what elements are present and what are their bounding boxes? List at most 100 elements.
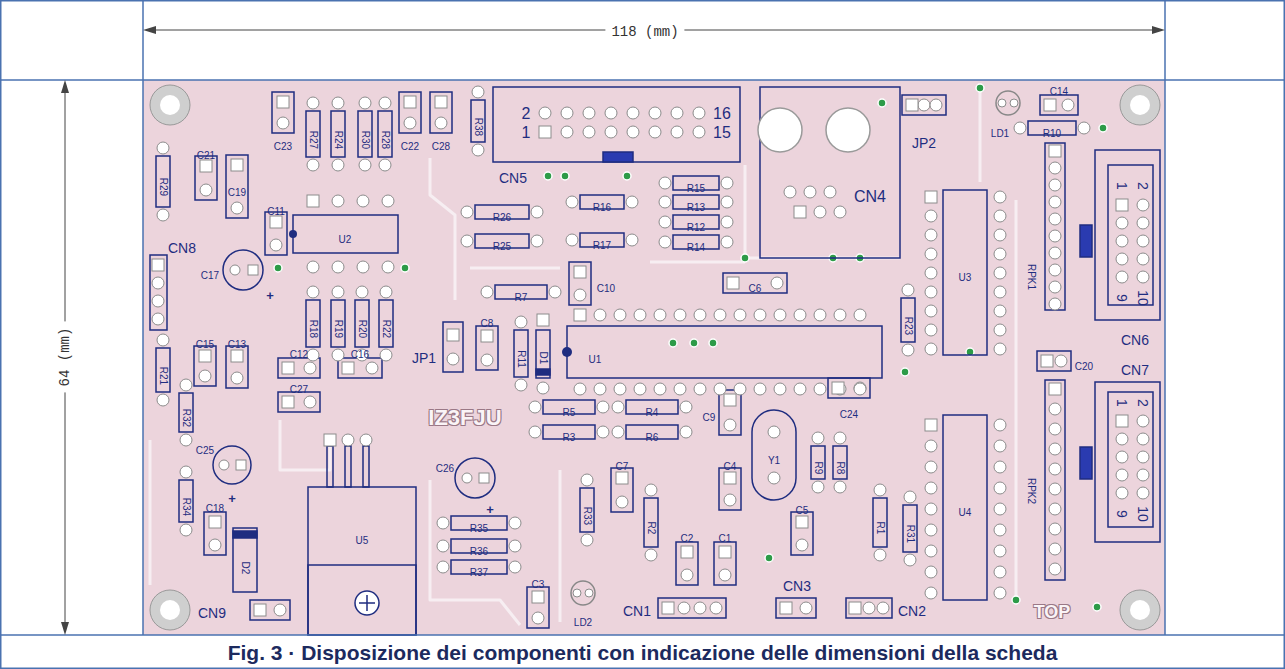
solder-pad <box>549 286 561 298</box>
solder-pad <box>447 353 459 365</box>
solder-pad <box>357 195 369 207</box>
solder-pad <box>659 236 671 248</box>
solder-pad <box>768 472 780 484</box>
solder-pad <box>1010 99 1018 107</box>
solder-pad <box>481 354 493 366</box>
solder-pad <box>994 482 1006 494</box>
solder-pad <box>1049 264 1061 276</box>
resistor-body <box>331 300 345 347</box>
solder-pad <box>1116 451 1128 463</box>
solder-pad <box>994 566 1006 578</box>
part-label: R11 <box>516 350 526 368</box>
solder-pad <box>834 206 846 218</box>
solder-pad <box>671 107 683 119</box>
via <box>709 339 717 347</box>
resistor-body <box>903 505 917 552</box>
solder-pad <box>180 524 192 536</box>
solder-pad <box>594 383 606 395</box>
mounting-hole <box>1130 600 1150 620</box>
capacitor-outline <box>265 212 287 255</box>
solder-pad <box>925 267 937 279</box>
part-label: R4 <box>646 408 659 418</box>
solder-pad <box>854 382 866 394</box>
part-label: C14 <box>1050 87 1068 97</box>
part-label: U5 <box>356 536 369 546</box>
solder-pad-square <box>282 362 294 374</box>
capacitor-outline <box>791 512 813 555</box>
copper-trace <box>559 470 562 622</box>
trace-group <box>150 88 1016 625</box>
solder-pad <box>231 202 243 214</box>
part-label: R14 <box>687 243 705 253</box>
via <box>1012 596 1020 604</box>
part-label: C11 <box>267 207 285 217</box>
part-label: R24 <box>333 131 343 149</box>
capacitor-outline <box>719 468 741 510</box>
side-mark: TOP <box>1034 603 1071 621</box>
part-label: R3 <box>563 433 576 443</box>
regulator-outline <box>308 487 416 635</box>
resistor-body <box>358 111 372 157</box>
solder-pad <box>583 107 595 119</box>
solder-pad <box>274 604 286 616</box>
solder-pad <box>180 466 192 478</box>
solder-pad <box>382 261 394 273</box>
solder-pad-square <box>796 516 808 528</box>
part-label: R27 <box>308 131 318 149</box>
solder-pad <box>612 426 624 438</box>
part-label: R10 <box>1043 129 1061 139</box>
solder-pad <box>721 177 733 189</box>
frame-line <box>0 79 1285 81</box>
solder-pad-square <box>231 159 243 171</box>
mounting-hole <box>160 95 180 115</box>
solder-pad <box>721 196 733 208</box>
solder-pad-square <box>277 96 289 108</box>
solder-pad-square <box>925 419 937 431</box>
connector-label: JP2 <box>912 136 936 150</box>
part-label: U1 <box>589 355 602 365</box>
solder-pad <box>774 309 786 321</box>
part-label: U4 <box>959 508 972 518</box>
copper-trace <box>1015 200 1018 600</box>
part-label: D2 <box>240 562 250 575</box>
solder-pad <box>1116 217 1128 229</box>
solder-pad <box>925 482 937 494</box>
solder-pad <box>157 209 169 221</box>
part-label: R13 <box>687 203 705 213</box>
solder-pad <box>332 349 344 361</box>
connector-outline <box>1108 392 1153 527</box>
mounting-hole <box>150 590 190 630</box>
solder-pad <box>1049 213 1061 225</box>
solder-pad <box>612 401 624 413</box>
capacitor-outline <box>714 542 736 585</box>
solder-pad <box>904 491 916 503</box>
solder-pad <box>605 126 617 138</box>
jumper-outline <box>902 95 946 115</box>
solder-pad <box>561 126 573 138</box>
solder-pad <box>277 117 289 129</box>
solder-pad-square <box>236 460 246 470</box>
solder-pad <box>994 524 1006 536</box>
part-label: C23 <box>274 142 292 152</box>
pin1-mark <box>562 347 572 357</box>
connector-label: CN3 <box>783 579 811 593</box>
capacitor-outline <box>195 156 217 200</box>
part-label: C4 <box>724 462 737 472</box>
via <box>669 339 677 347</box>
solder-pad <box>994 248 1006 260</box>
solder-pad <box>332 159 344 171</box>
solder-pad <box>359 159 371 171</box>
solder-pad-square <box>1044 99 1056 111</box>
part-label: C7 <box>616 462 629 472</box>
connector-label: JP1 <box>412 351 436 365</box>
connector-outline <box>1095 150 1160 320</box>
led-symbol <box>996 91 1020 115</box>
crystal-outline <box>752 410 796 500</box>
solder-pad <box>800 602 812 614</box>
solder-pad-square <box>727 277 739 289</box>
solder-pad <box>994 305 1006 317</box>
frame-line <box>0 634 1285 636</box>
solder-pad-square <box>270 216 282 228</box>
solder-pad <box>472 144 484 156</box>
